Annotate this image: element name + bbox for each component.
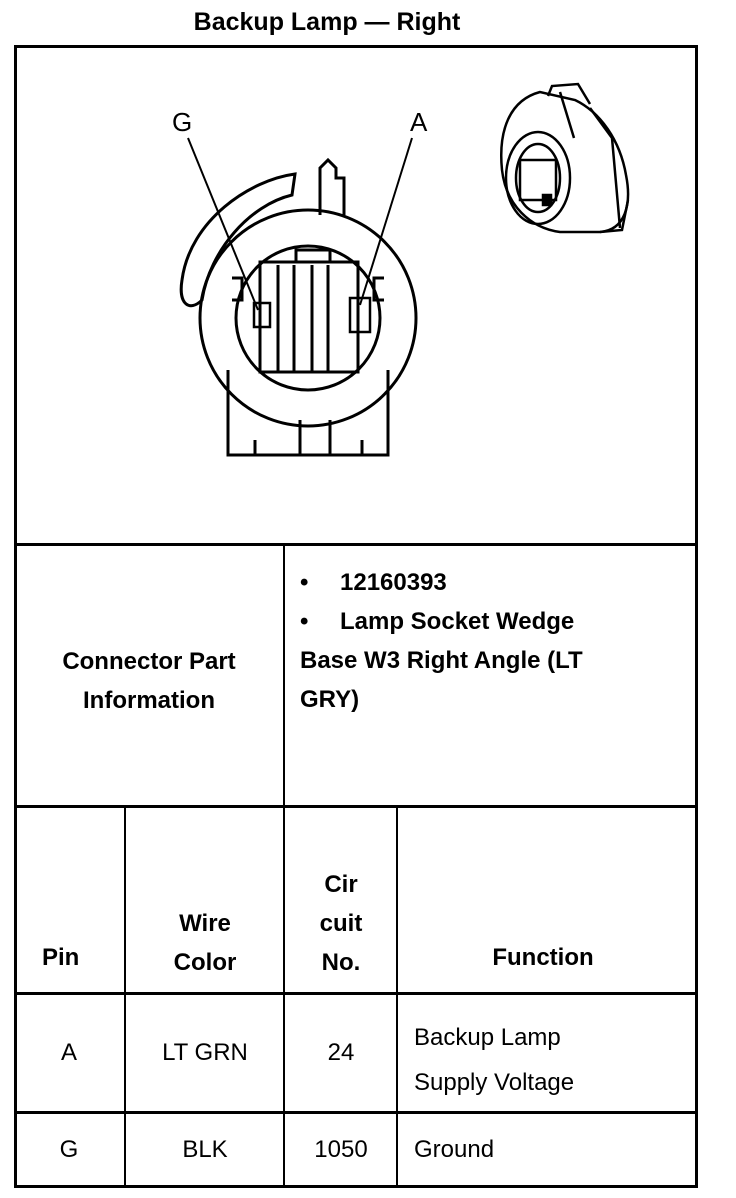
part-description-line1: Lamp Socket Wedge <box>340 608 575 635</box>
col-divider-3 <box>396 807 398 1188</box>
pin-label-a: A <box>410 107 428 137</box>
divider-figure <box>14 543 698 546</box>
col-divider-part-info <box>283 545 285 807</box>
header-cuit: cuit <box>319 910 363 937</box>
header-color: Color <box>173 949 237 976</box>
connector-figure: G A <box>172 82 630 457</box>
header-cir: Cir <box>324 871 358 898</box>
part-description-line2: Base W3 Right Angle (LT <box>300 647 583 674</box>
row-g-function: Ground <box>414 1136 495 1163</box>
row-a-function-line2: Supply Voltage <box>414 1069 575 1096</box>
row-a-color: LT GRN <box>162 1039 248 1066</box>
part-description-line3: GRY) <box>300 686 360 713</box>
leader-line-a <box>359 137 413 306</box>
part-description-item: •Lamp Socket Wedge <box>300 608 575 635</box>
divider-row-a <box>14 1111 698 1114</box>
header-no: No. <box>321 949 361 976</box>
pin-a-terminal <box>348 296 372 334</box>
header-wire-color: Wire Color <box>126 904 284 982</box>
connector-table-frame <box>14 45 698 1188</box>
row-a-pin: A <box>60 1039 77 1066</box>
leader-line-g <box>187 137 259 311</box>
row-g-pin: G <box>59 1136 79 1163</box>
part-number-item: •12160393 <box>300 569 447 596</box>
divider-header <box>14 992 698 995</box>
part-info-value: •12160393 •Lamp Socket Wedge Base W3 Rig… <box>300 563 690 719</box>
part-info-label: Connector Part Information <box>14 642 284 720</box>
row-a-function: Backup Lamp Supply Voltage <box>414 1015 694 1105</box>
part-info-label-line2: Information <box>83 687 215 714</box>
row-a-function-line1: Backup Lamp <box>414 1024 561 1051</box>
divider-part-info <box>14 805 698 808</box>
page-title: Backup Lamp — Right <box>193 8 461 36</box>
connector-housing <box>226 370 390 457</box>
row-g-circuit: 1050 <box>314 1136 368 1163</box>
pin-g-terminal <box>252 301 272 329</box>
part-number: 12160393 <box>340 569 447 596</box>
header-function: Function <box>492 944 594 971</box>
row-g-color: BLK <box>182 1136 228 1163</box>
col-divider-2 <box>283 807 285 1188</box>
latch-arm <box>179 172 297 308</box>
part-info-label-line1: Connector Part <box>62 648 236 675</box>
pin-label-g: G <box>172 107 192 137</box>
row-a-circuit: 24 <box>327 1039 355 1066</box>
header-pin: Pin <box>42 944 80 971</box>
connector-face <box>198 208 418 428</box>
col-divider-1 <box>124 807 126 1188</box>
header-wire: Wire <box>179 910 231 937</box>
socket-perspective-view <box>500 82 630 234</box>
header-circuit-no: Cir cuit No. <box>285 865 397 982</box>
